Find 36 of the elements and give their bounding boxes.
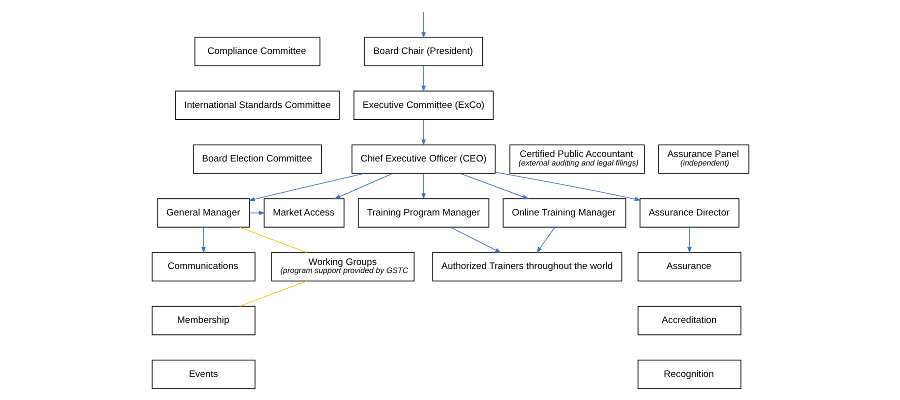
- node-box: Board Election Committee: [192, 144, 322, 174]
- node-box: Executive Committee (ExCo): [353, 90, 494, 120]
- arrow: [686, 227, 692, 254]
- arrow: [494, 172, 641, 202]
- arrow: [420, 66, 426, 92]
- connector: [238, 280, 307, 307]
- node-box: Chief Executive Officer (CEO): [351, 144, 496, 174]
- arrow: [200, 227, 206, 254]
- node-box: International Standards Committee: [174, 90, 340, 120]
- arrow: [420, 119, 426, 146]
- arrow: [420, 173, 426, 200]
- node-box: Communications: [151, 252, 255, 282]
- node-box: Accreditation: [637, 306, 741, 336]
- arrow: [420, 12, 426, 38]
- arrow: [450, 226, 501, 253]
- arrow: [459, 173, 529, 200]
- node-box: Market Access: [263, 198, 344, 228]
- node-box: Assurance: [637, 252, 741, 282]
- node-box: Assurance Panel (independent): [658, 144, 749, 174]
- node-box: Events: [151, 360, 255, 390]
- node-box: Certified Public Accountant (external auditing and legal filings): [508, 144, 644, 174]
- arrow: [248, 173, 364, 202]
- node-box: Authorized Trainers throughout the world: [432, 252, 622, 282]
- node-box: Board Chair (President): [364, 36, 482, 66]
- node-box: Working Groups (program support provided by GSTC: [270, 252, 414, 282]
- node-box: General Manager: [156, 198, 250, 228]
- node-box: Compliance Committee: [194, 36, 320, 66]
- node-box: Assurance Director: [639, 198, 739, 228]
- arrow: [333, 173, 392, 200]
- node-box: Training Program Manager: [357, 198, 489, 228]
- node-box: Online Training Manager: [502, 198, 626, 228]
- connector: [238, 226, 307, 253]
- node-box: Recognition: [637, 360, 741, 390]
- arrow: [248, 210, 265, 216]
- arrow: [536, 227, 555, 254]
- node-box: Membership: [151, 306, 255, 336]
